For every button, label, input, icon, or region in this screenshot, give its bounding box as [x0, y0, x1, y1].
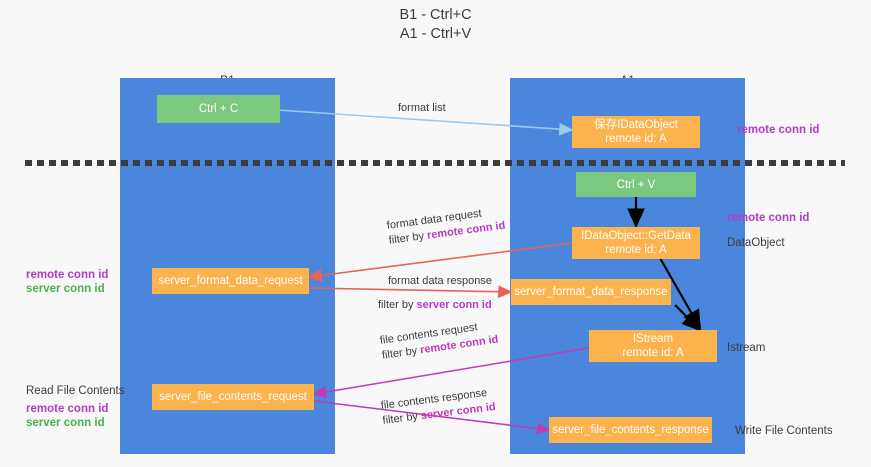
annotation-read-file-contents: Read File Contents	[26, 385, 125, 397]
node-ctrl-v[interactable]: Ctrl + V	[576, 172, 696, 197]
edge-label-format-list: format list	[398, 102, 446, 114]
node-ctrl-c[interactable]: Ctrl + C	[157, 95, 280, 123]
edge-file-contents-request	[312, 347, 590, 398]
title-line-2: A1 - Ctrl+V	[399, 26, 472, 42]
node-idataobject-getdata[interactable]: IDataObject::GetData remote id: A	[572, 227, 700, 259]
filter-prefix: filter by	[388, 229, 428, 247]
annotation-remote-conn-id-top: remote conn id	[737, 124, 820, 136]
node-server-format-data-request[interactable]: server_format_data_request	[152, 268, 309, 294]
phase-divider	[25, 160, 845, 166]
node-server-format-data-response[interactable]: server_format_data_response	[511, 279, 671, 305]
edge-label-format-data-response-filter: filter by server conn id	[378, 298, 492, 313]
title-line-1: B1 - Ctrl+C	[399, 7, 472, 23]
annotation-dataobject: DataObject	[727, 237, 785, 249]
filter-prefix: filter by	[381, 410, 422, 427]
edge-label-format-data-response: format data response	[388, 275, 492, 287]
edge-format-list	[276, 109, 574, 136]
filter-key-server-conn-id: server conn id	[416, 299, 492, 311]
node-server-file-contents-request[interactable]: server_file_contents_request	[152, 384, 314, 410]
edge-file-contents-response	[313, 400, 551, 435]
annotation-istream: Istream	[727, 342, 766, 354]
edge-response-istream	[674, 304, 702, 332]
node-idataobject[interactable]: 保存IDataObject remote id: A	[572, 116, 700, 148]
annotation-left-remote-conn-id: remote conn id	[26, 269, 109, 281]
annotation-remote-conn-id-mid: remote conn id	[727, 212, 810, 224]
annotation-left-remote-conn-id-2: remote conn id	[26, 403, 109, 415]
filter-prefix: filter by	[378, 299, 417, 311]
annotation-left-server-conn-id: server conn id	[26, 283, 105, 295]
annotation-left-server-conn-id-2: server conn id	[26, 417, 105, 429]
annotation-write-file-contents: Write File Contents	[735, 425, 833, 437]
edge-getdata-istream	[659, 257, 702, 330]
edge-format-data-response	[308, 285, 513, 299]
node-server-file-contents-response[interactable]: server_file_contents_response	[549, 417, 712, 443]
edge-format-data-request	[307, 242, 573, 282]
node-istream[interactable]: IStream remote id: A	[589, 330, 717, 362]
filter-prefix: filter by	[381, 344, 422, 362]
page-title: B1 - Ctrl+C A1 - Ctrl+V	[0, 6, 871, 44]
